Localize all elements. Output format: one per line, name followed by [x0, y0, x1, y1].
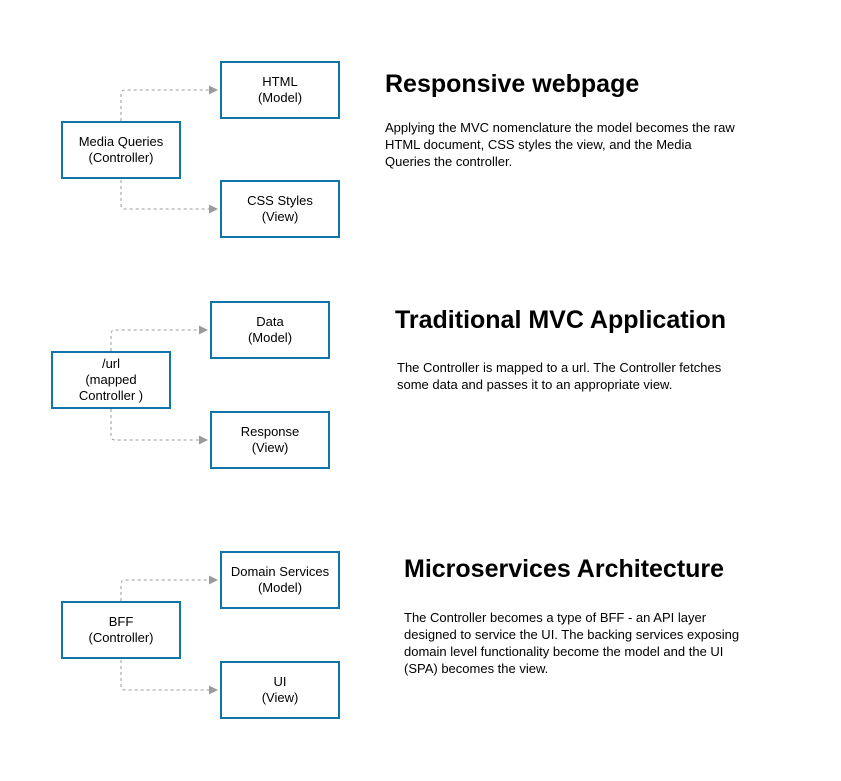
model-box-label: Domain Services (Model): [230, 564, 330, 595]
section-title: Microservices Architecture: [404, 555, 725, 583]
section-description: The Controller is mapped to a url. The C…: [397, 360, 722, 392]
controller-box-label: Media Queries (Controller): [78, 134, 164, 165]
model-box: Domain Services (Model): [220, 551, 340, 609]
controller-box: /url (mapped Controller ): [51, 351, 171, 409]
view-box: Response (View): [210, 411, 330, 469]
section-description: Applying the MVC nomenclature the model …: [385, 120, 735, 169]
view-box-label: UI (View): [261, 674, 299, 705]
connector-controller-to-view: [120, 180, 218, 214]
arrowhead-icon: [209, 85, 218, 95]
arrowhead-icon: [209, 685, 218, 695]
arrowhead-icon: [199, 325, 208, 335]
connector-controller-to-view: [110, 409, 208, 445]
connector-controller-to-model: [120, 575, 218, 601]
section-title: Responsive webpage: [385, 70, 640, 98]
arrowhead-icon: [209, 204, 218, 214]
controller-box: BFF (Controller): [61, 601, 181, 659]
controller-box: Media Queries (Controller): [61, 121, 181, 179]
view-box-label: Response (View): [240, 424, 300, 455]
controller-box-label: BFF (Controller): [88, 614, 154, 645]
view-box-label: CSS Styles (View): [247, 193, 313, 224]
section-title: Traditional MVC Application: [395, 306, 727, 334]
connector-controller-to-view: [120, 660, 218, 695]
model-box: HTML (Model): [220, 61, 340, 119]
model-box: Data (Model): [210, 301, 330, 359]
connector-controller-to-model: [120, 85, 218, 121]
view-box: CSS Styles (View): [220, 180, 340, 238]
controller-box-label: /url (mapped Controller ): [78, 356, 144, 403]
section-description: The Controller becomes a type of BFF - a…: [404, 610, 740, 676]
model-box-label: HTML (Model): [257, 74, 303, 105]
model-box-label: Data (Model): [247, 314, 293, 345]
arrowhead-icon: [209, 575, 218, 585]
view-box: UI (View): [220, 661, 340, 719]
arrowhead-icon: [199, 435, 208, 445]
connector-controller-to-model: [110, 325, 208, 351]
